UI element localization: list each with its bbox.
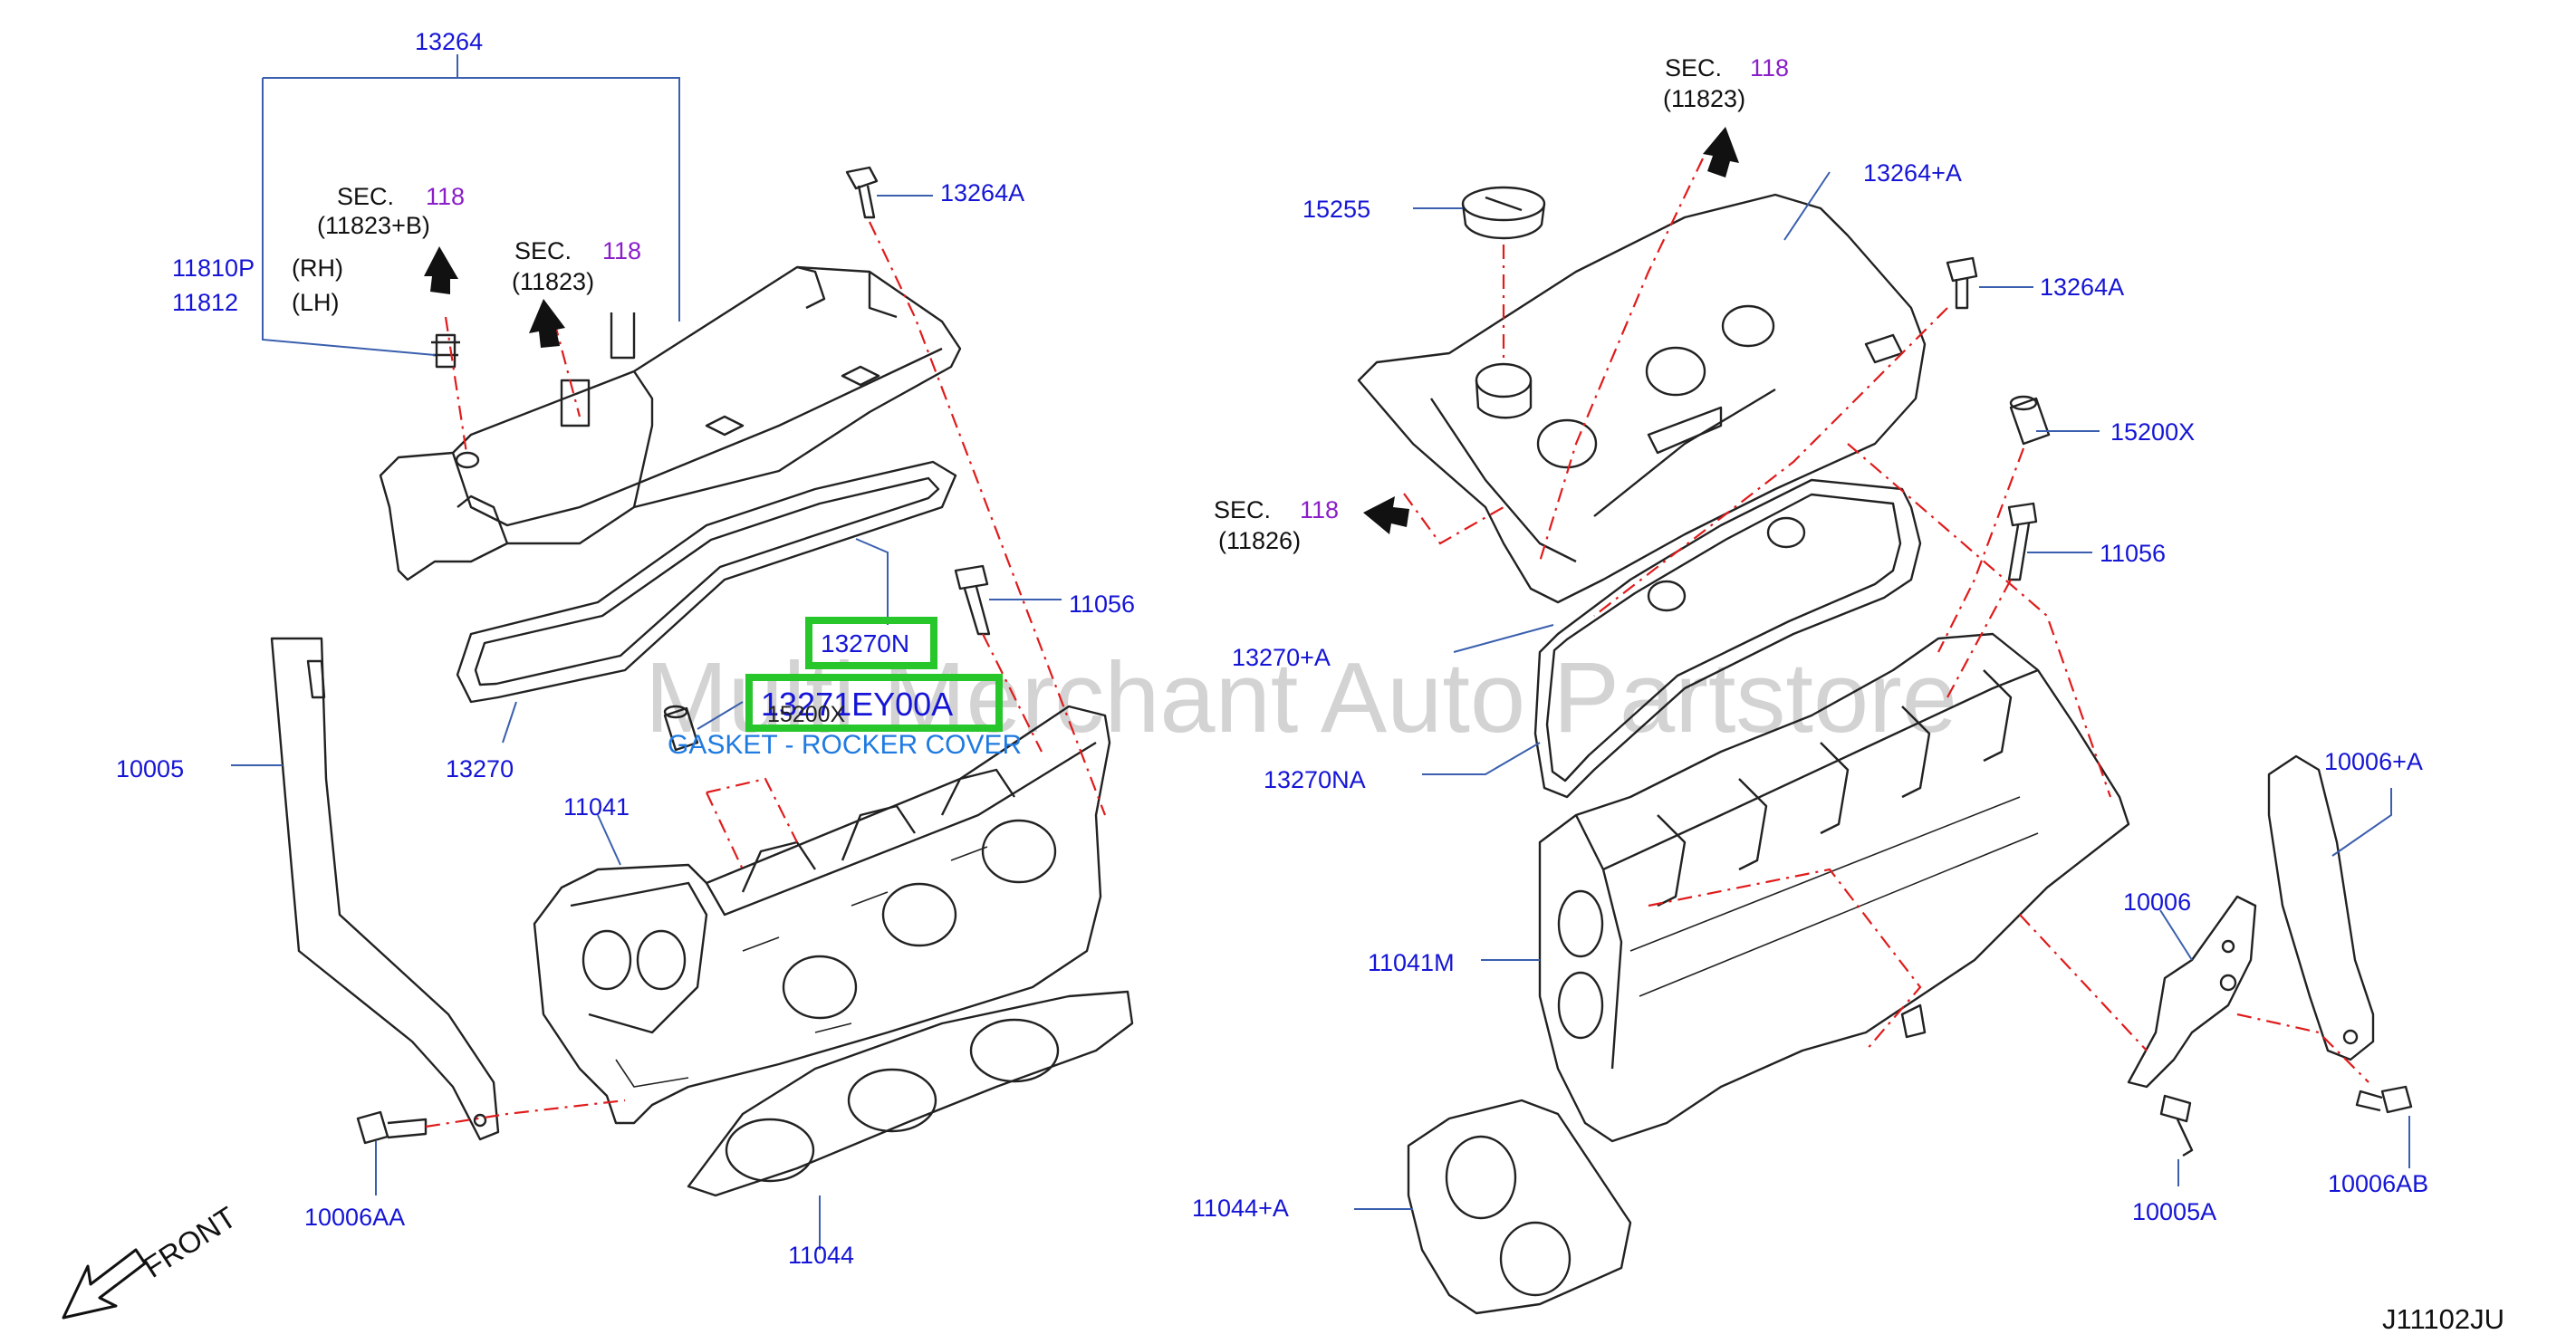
- centerline-pcv: [444, 316, 468, 454]
- bolt-13264a-right-drawing: [1946, 256, 1978, 310]
- sec-number: 118: [1300, 496, 1339, 523]
- centerline-10006: [2019, 914, 2369, 1083]
- side-label-lh: (LH): [292, 289, 340, 316]
- part-label-11041[interactable]: 11041: [563, 793, 630, 821]
- part-label-11056-left[interactable]: 11056: [1069, 590, 1135, 618]
- rocker-gasket-left-drawing: [456, 460, 957, 704]
- diagram-code: J11102JU: [2382, 1303, 2504, 1335]
- part-label-11810p[interactable]: 11810P: [172, 254, 255, 282]
- part-label-10005a[interactable]: 10005A: [2132, 1198, 2216, 1225]
- bolt-10005a-drawing: [2159, 1094, 2194, 1157]
- part-label-13264a-left[interactable]: 13264A: [940, 179, 1024, 206]
- part-label-11044[interactable]: 11044: [788, 1242, 854, 1269]
- tube-15200x-left-drawing: [663, 705, 699, 752]
- sec-label-11823-right: SEC. 118 (11823): [1663, 54, 1789, 112]
- part-label-10006pa[interactable]: 10006+A: [2324, 748, 2423, 775]
- bracket-10006pa-drawing: [2267, 754, 2375, 1061]
- centerline-front-head: [1648, 868, 1922, 1051]
- sec-reference: (11826): [1218, 527, 1301, 554]
- part-label-13270n[interactable]: 13270N: [821, 629, 909, 658]
- cylinder-head-right-drawing: [1538, 632, 2130, 1143]
- part-description: GASKET - ROCKER COVER: [668, 730, 1022, 760]
- sec-prefix: SEC.: [1214, 496, 1271, 523]
- bolt-10006aa-drawing: [356, 1110, 428, 1145]
- part-label-13264a-right[interactable]: 13264A: [2040, 274, 2124, 301]
- part-label-10006[interactable]: 10006: [2123, 888, 2191, 916]
- bracket-10006-drawing: [2127, 895, 2257, 1089]
- sec-label-11823-left: SEC. 118 (11823): [512, 237, 641, 295]
- pcv-valve-drawing: [431, 333, 460, 369]
- part-label-15200x-left[interactable]: 15200X: [767, 702, 846, 727]
- centerline-cover-front: [553, 321, 582, 418]
- part-label-10006ab[interactable]: 10006AB: [2328, 1170, 2428, 1197]
- leader-lines: [231, 54, 2410, 1250]
- oil-filler-cap-drawing: [1461, 186, 1546, 240]
- centerline-head-rear: [1847, 443, 2112, 798]
- part-label-13270[interactable]: 13270: [446, 755, 514, 782]
- front-arrow-icon: [62, 1248, 147, 1320]
- highlight-box-13270n: [805, 617, 937, 669]
- sec-label-11823b: SEC. 118 (11823+B): [317, 183, 465, 239]
- part-label-13264[interactable]: 13264: [415, 28, 483, 55]
- arrow-up-icon: [529, 299, 565, 348]
- part-label-13271ey00a[interactable]: 13271EY00A: [761, 686, 953, 723]
- part-label-10006aa[interactable]: 10006AA: [304, 1204, 405, 1231]
- sec-reference: (11823+B): [317, 212, 430, 239]
- centerline-15200x-left: [706, 777, 798, 870]
- sec-number: 118: [426, 183, 465, 210]
- head-gasket-left-drawing: [687, 990, 1134, 1197]
- part-label-11812[interactable]: 11812: [172, 289, 238, 316]
- sec-number: 118: [1750, 54, 1789, 82]
- bolt-11056-left-drawing: [954, 564, 991, 636]
- sec-reference: (11823): [1663, 85, 1745, 112]
- centerline-sec-11823-right: [1538, 158, 1704, 562]
- tube-15200x-right-drawing: [2009, 395, 2051, 446]
- arrow-left-icon: [1363, 496, 1409, 534]
- highlight-box-13271ey00a: [745, 674, 1003, 732]
- head-gasket-right-drawing: [1407, 1099, 1632, 1315]
- sec-reference: (11823): [512, 268, 594, 295]
- centerline-11056-right: [1946, 579, 2012, 698]
- part-label-10005[interactable]: 10005: [116, 755, 184, 782]
- centerline-10006aa: [425, 1099, 626, 1128]
- centerline-sec-11826: [1403, 493, 1504, 545]
- bolt-10006ab-drawing: [2355, 1085, 2413, 1114]
- bracket-10005-drawing: [270, 637, 500, 1141]
- cylinder-head-left-drawing: [533, 705, 1111, 1125]
- part-label-11041m[interactable]: 11041M: [1368, 949, 1455, 976]
- centerline-13264a-left: [869, 221, 1107, 816]
- part-label-11056-right[interactable]: 11056: [2100, 540, 2166, 567]
- front-label: FRONT: [138, 1200, 242, 1284]
- sec-prefix: SEC.: [514, 237, 572, 264]
- arrow-up-icon: [424, 246, 458, 294]
- part-label-15255[interactable]: 15255: [1302, 196, 1370, 223]
- bolt-13264a-left-drawing: [845, 166, 879, 219]
- centerline-15200x-right: [1937, 447, 2025, 653]
- part-label-13270na[interactable]: 13270NA: [1264, 766, 1366, 793]
- arrow-up-icon: [1703, 127, 1739, 178]
- rocker-gasket-right-drawing: [1533, 478, 1922, 799]
- sec-prefix: SEC.: [1665, 54, 1722, 82]
- part-label-15200x-right[interactable]: 15200X: [2110, 418, 2195, 446]
- part-label-13264pa[interactable]: 13264+A: [1863, 159, 1962, 187]
- sec-number: 118: [602, 237, 641, 264]
- sec-prefix: SEC.: [337, 183, 394, 210]
- bolt-11056-right-drawing: [2007, 502, 2038, 581]
- rocker-cover-right-drawing: [1357, 193, 1927, 604]
- part-label-11044pa[interactable]: 11044+A: [1192, 1195, 1289, 1222]
- side-label-rh: (RH): [292, 254, 343, 282]
- part-label-13270pa[interactable]: 13270+A: [1232, 644, 1331, 671]
- rocker-cover-left-drawing: [379, 265, 962, 581]
- sec-label-11826: SEC. 118 (11826): [1214, 496, 1339, 554]
- centerline-11056-left: [982, 633, 1043, 753]
